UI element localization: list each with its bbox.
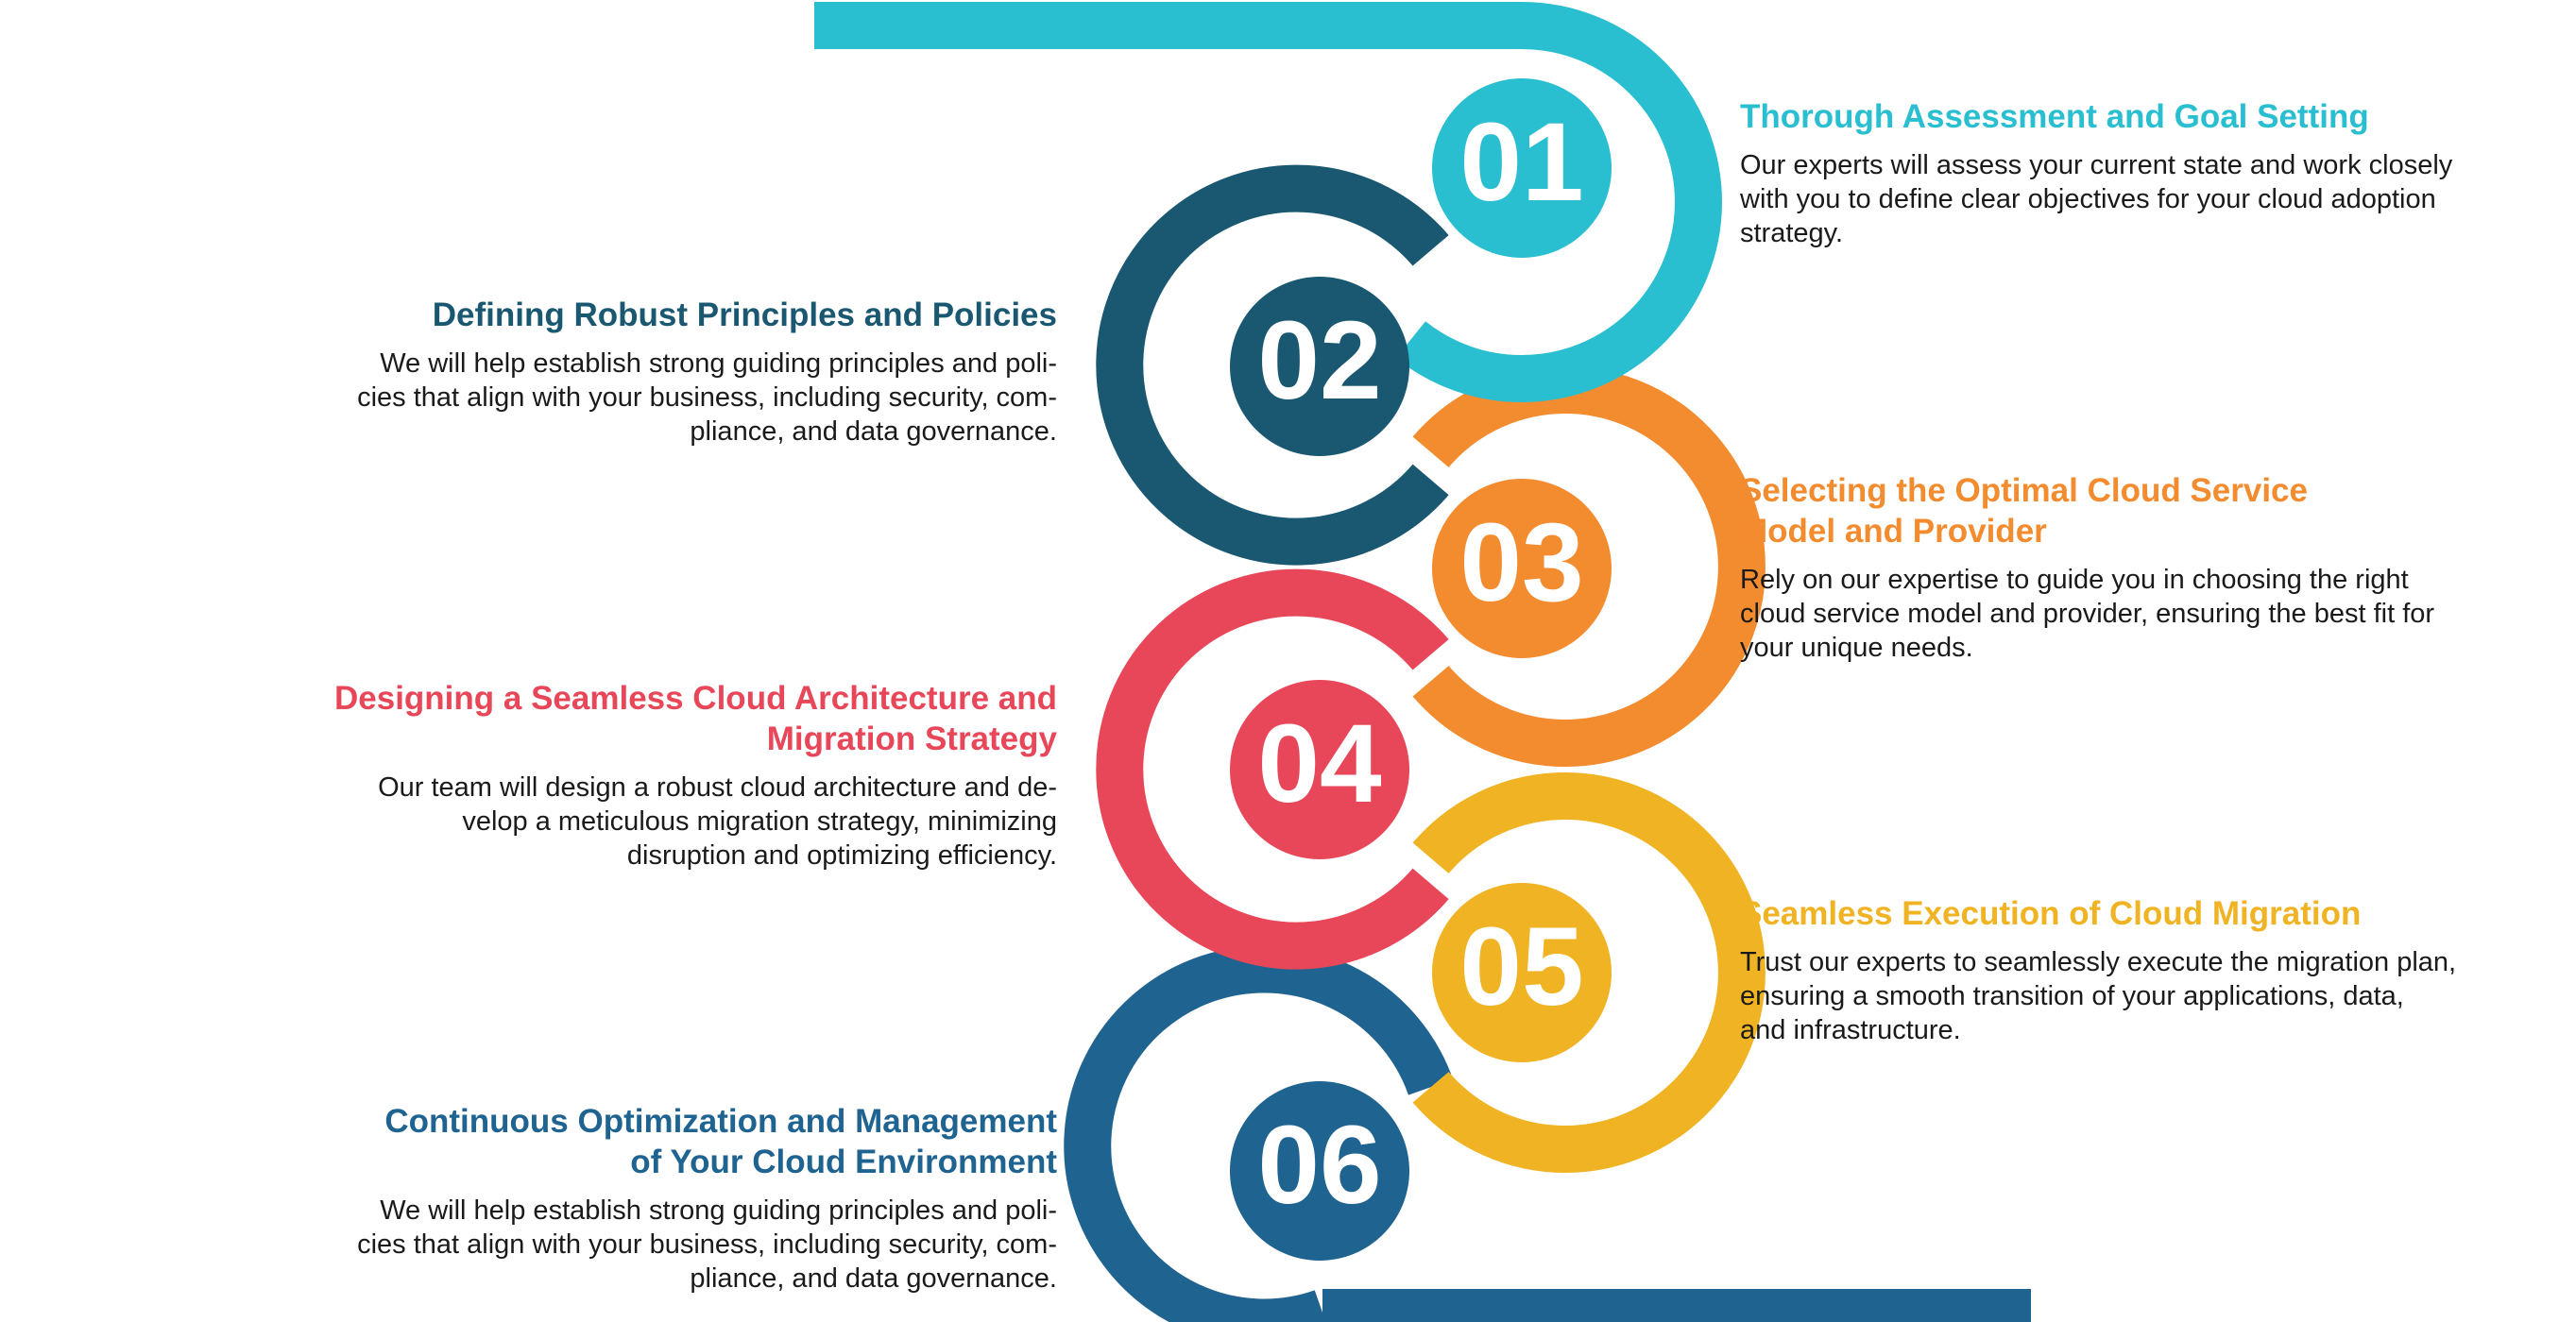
ring-02 <box>1096 164 1449 566</box>
step-06-title: Continuous Optimization and Management o… <box>384 1103 1057 1180</box>
step-06-text: Continuous Optimization and Management o… <box>282 1101 1057 1296</box>
step-number-06: 06 <box>1257 1103 1381 1228</box>
step-node-05: 05 <box>1432 883 1612 1062</box>
step-02-title: Defining Robust Principles and Policies <box>432 297 1057 333</box>
number-disc-06 <box>1230 1081 1409 1261</box>
step-03-description: Rely on our expertise to guide you in ch… <box>1740 565 2435 663</box>
step-node-03: 03 <box>1432 479 1612 658</box>
ring-01 <box>1395 2 1722 403</box>
step-number-04: 04 <box>1257 702 1381 826</box>
number-disc-04 <box>1230 680 1409 859</box>
number-disc-05 <box>1432 883 1612 1062</box>
number-disc-01 <box>1432 78 1612 258</box>
step-node-01: 01 <box>1432 78 1612 258</box>
step-node-06: 06 <box>1230 1081 1409 1261</box>
step-01-text: Thorough Assessment and Goal Setting Our… <box>1740 96 2533 250</box>
step-03-text: Selecting the Optimal Cloud Service Mode… <box>1740 470 2533 665</box>
step-number-03: 03 <box>1459 500 1583 625</box>
step-06-description: We will help establish strong guiding pr… <box>357 1195 1057 1294</box>
step-02-text: Defining Robust Principles and Policies … <box>282 295 1057 449</box>
step-04-title: Designing a Seamless Cloud Architecture … <box>333 680 1057 757</box>
connector-bar-bottom <box>1322 1289 2031 1322</box>
step-03-title: Selecting the Optimal Cloud Service Mode… <box>1740 472 2308 550</box>
step-01-description: Our experts will assess your current sta… <box>1740 150 2453 248</box>
number-disc-03 <box>1432 479 1612 658</box>
step-number-02: 02 <box>1257 298 1381 423</box>
ring-06 <box>1064 945 1454 1322</box>
connector-bar-top <box>814 2 1522 49</box>
step-05-description: Trust our experts to seamlessly execute … <box>1740 947 2457 1045</box>
step-04-description: Our team will design a robust cloud arch… <box>378 772 1057 871</box>
step-node-04: 04 <box>1230 680 1409 859</box>
step-number-01: 01 <box>1459 100 1583 225</box>
ring-04 <box>1096 568 1449 970</box>
step-02-description: We will help establish strong guiding pr… <box>357 348 1057 447</box>
step-number-05: 05 <box>1459 905 1583 1029</box>
number-disc-02 <box>1230 277 1409 456</box>
step-01-title: Thorough Assessment and Goal Setting <box>1740 98 2369 135</box>
step-04-text: Designing a Seamless Cloud Architecture … <box>282 678 1057 873</box>
ring-05 <box>1412 772 1766 1173</box>
step-05-text: Seamless Execution of Cloud Migration Tr… <box>1740 893 2533 1047</box>
step-node-02: 02 <box>1230 277 1409 456</box>
step-05-title: Seamless Execution of Cloud Migration <box>1740 895 2362 932</box>
